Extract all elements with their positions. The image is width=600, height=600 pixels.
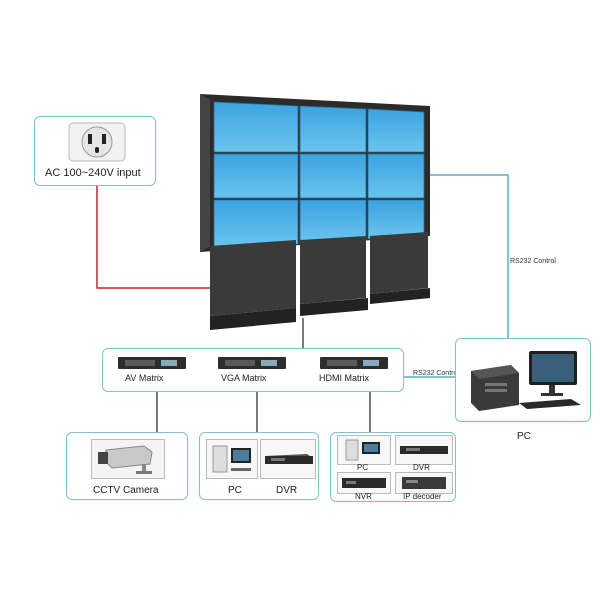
display-panel <box>367 153 425 199</box>
hdmi-matrix-device-icon <box>320 357 388 369</box>
hdmi-nvr-frame <box>337 472 391 494</box>
hdmi-source-group: PC DVR NVR IP decoder <box>330 432 456 502</box>
rs232-matrix-label: RS232 Control <box>413 370 459 377</box>
hdmi-matrix-label: HDMI Matrix <box>319 373 369 383</box>
power-cable <box>96 185 210 289</box>
vga-matrix-device-icon <box>218 357 286 369</box>
display-panel <box>213 199 299 249</box>
nvr-icon <box>342 478 386 488</box>
display-panel <box>213 101 299 153</box>
matrix-group: AV Matrix VGA Matrix HDMI Matrix <box>102 348 404 392</box>
vga-source-group: PC DVR <box>199 432 319 500</box>
hdmi-nvr-label: NVR <box>355 492 372 501</box>
rs232-wall-line <box>430 174 509 340</box>
vga-dvr-label: DVR <box>276 485 298 496</box>
dvr-icon <box>265 454 313 464</box>
vga-pc-label: PC <box>228 485 242 496</box>
av-matrix-label: AV Matrix <box>125 373 164 383</box>
display-panel <box>299 105 367 153</box>
display-panel <box>213 153 299 199</box>
dvr-icon <box>400 446 448 454</box>
cctv-camera-label: CCTV Camera <box>93 485 159 496</box>
hdmi-dvr-label: DVR <box>413 463 430 472</box>
power-outlet-icon <box>68 122 126 162</box>
vga-pc-frame <box>206 439 258 479</box>
display-panel <box>299 153 367 199</box>
av-matrix: AV Matrix <box>117 355 187 383</box>
cctv-frame <box>91 439 165 479</box>
control-pc-box <box>455 338 591 422</box>
video-wall <box>200 94 430 330</box>
hdmi-decoder-frame <box>395 472 453 494</box>
control-pc-icon <box>471 351 581 411</box>
vga-dvr-frame <box>260 439 316 479</box>
ip-decoder-icon <box>402 477 446 489</box>
display-panel <box>299 199 367 244</box>
display-panel <box>367 108 425 153</box>
pc-icon <box>345 439 380 461</box>
display-panels <box>213 101 425 249</box>
av-matrix-device-icon <box>118 357 186 369</box>
hdmi-decoder-label: IP decoder <box>403 492 442 501</box>
power-input-box: AC 100~240V input <box>34 116 156 186</box>
hdmi-matrix: HDMI Matrix <box>319 355 391 383</box>
vga-matrix: VGA Matrix <box>217 355 287 383</box>
control-pc-label: PC <box>517 431 531 442</box>
hdmi-pc-frame <box>337 435 391 465</box>
power-input-label: AC 100~240V input <box>45 167 141 179</box>
vga-matrix-label: VGA Matrix <box>221 373 267 383</box>
hdmi-pc-label: PC <box>357 463 369 472</box>
hdmi-dvr-frame <box>395 435 453 465</box>
cctv-group: CCTV Camera <box>66 432 188 500</box>
rs232-wall-label: RS232 Control <box>510 258 556 265</box>
pc-icon <box>212 445 251 473</box>
cctv-camera-icon <box>98 445 153 474</box>
cabinet-bases <box>210 232 430 330</box>
